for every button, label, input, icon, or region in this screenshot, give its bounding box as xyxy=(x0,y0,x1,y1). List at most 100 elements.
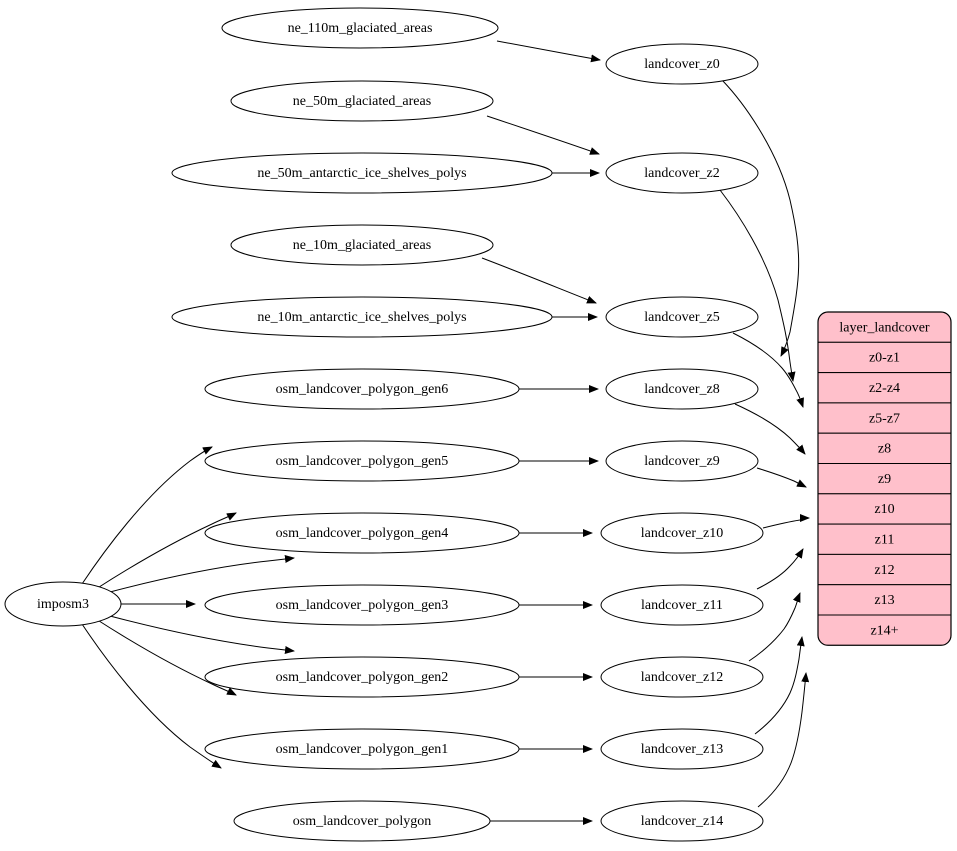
nodes-layer: imposm3 ne_110m_glaciated_areas ne_50m_gla… xyxy=(4,7,764,842)
table-row-z10[interactable]: z10 xyxy=(818,493,951,525)
edge-line xyxy=(95,512,237,590)
table-row-z0-z1[interactable]: z0-z1 xyxy=(818,341,951,374)
node-shape xyxy=(605,368,759,410)
node-shape xyxy=(605,152,759,194)
edge-imposm3-to-osm_landcover_polygon_gen1 xyxy=(95,618,237,696)
node-landcover_z11[interactable]: landcover_z11 xyxy=(600,584,764,626)
edge-landcover_z10-to-table_z10 xyxy=(762,514,810,529)
table-cell-background xyxy=(818,614,951,646)
node-landcover_z0[interactable]: landcover_z0 xyxy=(605,43,759,85)
edge-landcover_z9-to-table_z9 xyxy=(756,467,807,488)
node-osm_landcover_polygon_gen5[interactable]: osm_landcover_polygon_gen5 xyxy=(204,440,520,482)
node-shape xyxy=(600,800,764,842)
table-row-z12[interactable]: z12 xyxy=(818,553,951,586)
edge-imposm3-to-osm_landcover_polygon_gen4 xyxy=(109,555,295,593)
edge-imposm3-to-osm_landcover_polygon_gen5 xyxy=(95,512,237,590)
edges-layer xyxy=(81,40,810,825)
node-shape xyxy=(204,440,520,482)
node-ne_10m_glaciated_areas[interactable]: ne_10m_glaciated_areas xyxy=(230,224,494,266)
node-ne_10m_antarctic_ice_shelves_polys[interactable]: ne_10m_antarctic_ice_shelves_polys xyxy=(171,296,553,338)
edge-line xyxy=(481,257,597,304)
node-landcover_z5[interactable]: landcover_z5 xyxy=(605,296,759,338)
table-cell-background xyxy=(818,402,951,434)
table-row-z5-z7[interactable]: z5-z7 xyxy=(818,402,951,434)
node-shape xyxy=(605,296,759,338)
node-landcover_z10[interactable]: landcover_z10 xyxy=(600,512,764,554)
edge-line xyxy=(734,403,806,455)
edge-imposm3-to-osm_landcover_polygon_gen6 xyxy=(81,446,213,585)
node-landcover_z2[interactable]: landcover_z2 xyxy=(605,152,759,194)
edge-landcover_z5-to-table_z5_z7 xyxy=(732,332,804,408)
node-shape xyxy=(605,440,759,482)
table-cell-background xyxy=(818,523,951,555)
node-shape xyxy=(204,728,520,770)
table-cell-background xyxy=(818,312,951,343)
node-landcover_z13[interactable]: landcover_z13 xyxy=(600,728,764,770)
edge-line xyxy=(81,446,213,585)
edge-ne_110m_glaciated_areas-to-landcover_z0 xyxy=(496,40,601,63)
table-row-z9[interactable]: z9 xyxy=(818,463,951,495)
edge-line xyxy=(496,40,601,63)
edge-landcover_z11-to-table_z11 xyxy=(756,548,804,590)
node-shape xyxy=(221,7,499,49)
edge-landcover_z2-to-table_z2_z4 xyxy=(719,189,796,382)
table-row-z2-z4[interactable]: z2-z4 xyxy=(818,372,951,404)
node-shape xyxy=(230,224,494,266)
node-ne_50m_glaciated_areas[interactable]: ne_50m_glaciated_areas xyxy=(230,80,494,122)
edge-ne_50m_glaciated_areas-to-landcover_z2 xyxy=(486,115,600,155)
table-cell-background xyxy=(818,553,951,586)
edge-landcover_z8-to-table_z8 xyxy=(734,403,806,455)
edge-line xyxy=(95,618,237,696)
table-cell-background xyxy=(818,463,951,495)
node-shape xyxy=(600,656,764,698)
node-shape xyxy=(230,80,494,122)
edge-line xyxy=(732,332,804,408)
edge-line xyxy=(756,467,807,488)
table-cell-background xyxy=(818,584,951,616)
edge-line xyxy=(81,623,222,769)
edge-imposm3-to-osm_landcover_polygon xyxy=(81,623,222,769)
node-landcover_z12[interactable]: landcover_z12 xyxy=(600,656,764,698)
node-osm_landcover_polygon_gen1[interactable]: osm_landcover_polygon_gen1 xyxy=(204,728,520,770)
node-shape xyxy=(4,581,122,627)
edge-line xyxy=(109,555,295,593)
edge-line xyxy=(486,115,600,155)
node-shape xyxy=(605,43,759,85)
node-shape xyxy=(204,656,520,698)
node-osm_landcover_polygon_gen4[interactable]: osm_landcover_polygon_gen4 xyxy=(204,512,520,554)
node-shape xyxy=(600,584,764,626)
table-row-z8[interactable]: z8 xyxy=(818,432,951,465)
node-shape xyxy=(600,512,764,554)
node-imposm3[interactable]: imposm3 xyxy=(4,581,122,627)
table-cell-background xyxy=(818,341,951,374)
node-ne_50m_antarctic_ice_shelves_polys[interactable]: ne_50m_antarctic_ice_shelves_polys xyxy=(171,152,553,194)
node-landcover_z14[interactable]: landcover_z14 xyxy=(600,800,764,842)
table-row-z14+[interactable]: z14+ xyxy=(818,614,951,646)
edge-line xyxy=(748,592,801,662)
node-osm_landcover_polygon_gen3[interactable]: osm_landcover_polygon_gen3 xyxy=(204,584,520,626)
table-row-z13[interactable]: z13 xyxy=(818,584,951,616)
edge-line xyxy=(756,548,804,590)
edge-line xyxy=(109,615,295,654)
node-osm_landcover_polygon[interactable]: osm_landcover_polygon xyxy=(233,800,491,842)
table-row-z11[interactable]: z11 xyxy=(818,523,951,555)
node-shape xyxy=(204,512,520,554)
edge-line xyxy=(754,636,805,735)
node-shape xyxy=(171,152,553,194)
edge-imposm3-to-osm_landcover_polygon_gen2 xyxy=(109,615,295,654)
node-shape xyxy=(204,584,520,626)
table-header-row[interactable]: layer_landcover xyxy=(818,312,951,343)
node-shape xyxy=(600,728,764,770)
table-cell-background xyxy=(818,493,951,525)
table-cell-background xyxy=(818,372,951,404)
node-landcover_z8[interactable]: landcover_z8 xyxy=(605,368,759,410)
node-osm_landcover_polygon_gen2[interactable]: osm_landcover_polygon_gen2 xyxy=(204,656,520,698)
edge-landcover_z14-to-table_z14 xyxy=(757,672,810,808)
node-osm_landcover_polygon_gen6[interactable]: osm_landcover_polygon_gen6 xyxy=(204,368,520,410)
node-landcover_z9[interactable]: landcover_z9 xyxy=(605,440,759,482)
node-shape xyxy=(233,800,491,842)
edge-ne_10m_glaciated_areas-to-landcover_z5 xyxy=(481,257,597,304)
edge-line xyxy=(762,514,810,529)
node-ne_110m_glaciated_areas[interactable]: ne_110m_glaciated_areas xyxy=(221,7,499,49)
